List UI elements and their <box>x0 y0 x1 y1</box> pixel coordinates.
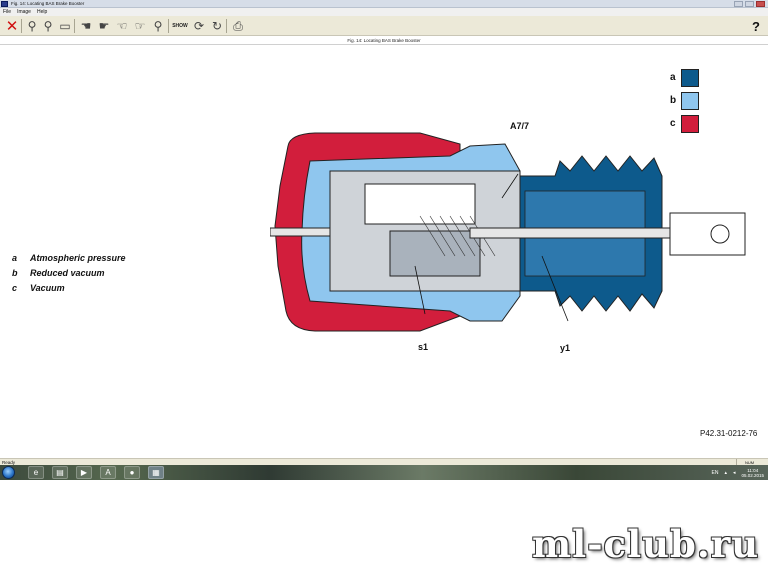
clock[interactable]: 11:04 05.02.2015 <box>741 468 764 478</box>
legend-item: b Reduced vacuum <box>12 266 126 281</box>
reference-code: P42.31-0212-76 <box>700 429 758 438</box>
brake-booster-diagram <box>270 132 746 332</box>
legend-label: Vacuum <box>30 283 65 293</box>
window-controls <box>734 1 765 7</box>
y1-leader <box>541 255 569 322</box>
rotate-icon[interactable]: ⟳ <box>193 19 205 33</box>
help-button[interactable]: ? <box>752 18 760 34</box>
swatch-key: a <box>670 72 676 83</box>
start-button[interactable] <box>2 466 15 479</box>
dds-app-icon[interactable]: ▦ <box>148 466 164 479</box>
exit-icon[interactable]: ✕ <box>5 18 19 35</box>
left-rod <box>270 227 331 237</box>
legend-key: a <box>12 253 18 263</box>
application-window: Fig. 14: Locating BAS Brake Booster File… <box>0 0 768 480</box>
folder-icon[interactable]: ▤ <box>52 466 68 479</box>
refresh-icon[interactable]: ↻ <box>211 19 223 33</box>
menu-image[interactable]: Image <box>17 9 31 15</box>
menu-file[interactable]: File <box>3 9 12 15</box>
taskbar: e ▤ ▶ A ● ▦ EN ▴ ◂ 11:04 05.02.2015 <box>0 465 768 480</box>
app-icon <box>1 1 8 7</box>
language-indicator[interactable]: EN <box>711 469 719 476</box>
system-tray: EN ▴ ◂ 11:04 05.02.2015 <box>711 466 764 479</box>
toolbar-separator <box>168 19 169 33</box>
network-icon[interactable]: ▴ <box>724 469 727 476</box>
inner-cylinder <box>364 183 476 225</box>
callout-y1: y1 <box>560 343 571 353</box>
show-button[interactable]: SHOW <box>172 18 188 34</box>
print-icon[interactable]: ⎙ <box>233 18 243 33</box>
volume-icon[interactable]: ◂ <box>732 469 736 476</box>
zoom-in-icon[interactable]: ⚲ <box>27 19 37 33</box>
hand-pan-icon[interactable]: ☚ <box>80 19 92 33</box>
disc-icon[interactable]: ● <box>124 466 140 479</box>
magnifier-icon[interactable]: ⚲ <box>153 19 163 33</box>
watermark-logo: ml-club.ru <box>532 522 760 566</box>
status-bar: Ready NUM <box>0 458 768 465</box>
swatch-key: b <box>670 95 677 106</box>
menu-bar: File Image Help <box>0 8 768 16</box>
clevis <box>669 212 746 256</box>
swatch-key: c <box>670 118 676 129</box>
legend-item: a Atmospheric pressure <box>12 251 126 266</box>
hand-grab-icon[interactable]: ☞ <box>134 19 146 33</box>
legend-swatch-row: c <box>670 112 699 135</box>
toolbar-separator <box>226 19 227 33</box>
legend-key: c <box>12 283 18 293</box>
legend-swatch-row: a <box>670 66 699 89</box>
a77-leader <box>501 173 519 199</box>
color-legend: a b c <box>670 66 699 135</box>
legend-label: Atmospheric pressure <box>30 253 126 263</box>
valve-block <box>389 230 481 277</box>
legend-swatch-row: b <box>670 89 699 112</box>
status-text: Ready <box>2 460 16 465</box>
hand-point-icon[interactable]: ☜ <box>116 19 128 33</box>
legend-item: c Vacuum <box>12 281 126 296</box>
title-bar: Fig. 14: Locating BAS Brake Booster <box>0 0 768 8</box>
hand-select-icon[interactable]: ☛ <box>98 19 110 33</box>
legend-text: a Atmospheric pressure b Reduced vacuum … <box>12 251 126 296</box>
push-rod <box>469 227 671 239</box>
show-label-top: SHOW <box>172 22 188 29</box>
callout-s1: s1 <box>418 342 429 352</box>
clevis-pin-hole <box>710 224 730 244</box>
toolbar-separator <box>74 19 75 33</box>
figure-caption: Fig. 14: Locating BAS Brake Booster <box>0 36 768 45</box>
clock-date: 05.02.2015 <box>741 472 764 478</box>
maximize-button[interactable] <box>745 1 754 7</box>
app-a-icon[interactable]: A <box>100 466 116 479</box>
close-button[interactable] <box>756 1 765 7</box>
window-title: Fig. 14: Locating BAS Brake Booster <box>11 1 85 6</box>
swatch-atmospheric <box>681 68 699 87</box>
minimize-button[interactable] <box>734 1 743 7</box>
callout-a77: A7/7 <box>510 121 530 131</box>
media-player-icon[interactable]: ▶ <box>76 466 92 479</box>
menu-help[interactable]: Help <box>36 9 48 15</box>
swatch-reduced-vacuum <box>681 91 699 110</box>
legend-label: Reduced vacuum <box>30 268 105 278</box>
s1-leader <box>414 265 426 315</box>
swatch-vacuum <box>681 114 699 133</box>
toolbar: ✕ ⚲ ⚲ ▭ ☚ ☛ ☜ ☞ ⚲ SHOW ⟳ ↻ ⎙ ? <box>0 16 768 36</box>
zoom-out-icon[interactable]: ⚲ <box>43 19 53 33</box>
ie-icon[interactable]: e <box>28 466 44 479</box>
num-lock-indicator: NUM <box>736 459 762 465</box>
clock-time: 11:04 <box>747 467 759 473</box>
page-icon[interactable]: ▭ <box>59 19 71 33</box>
toolbar-separator <box>21 19 22 33</box>
document-view[interactable]: a b c a Atmospheric pressure b Reduced v… <box>0 46 768 458</box>
legend-key: b <box>12 268 18 278</box>
